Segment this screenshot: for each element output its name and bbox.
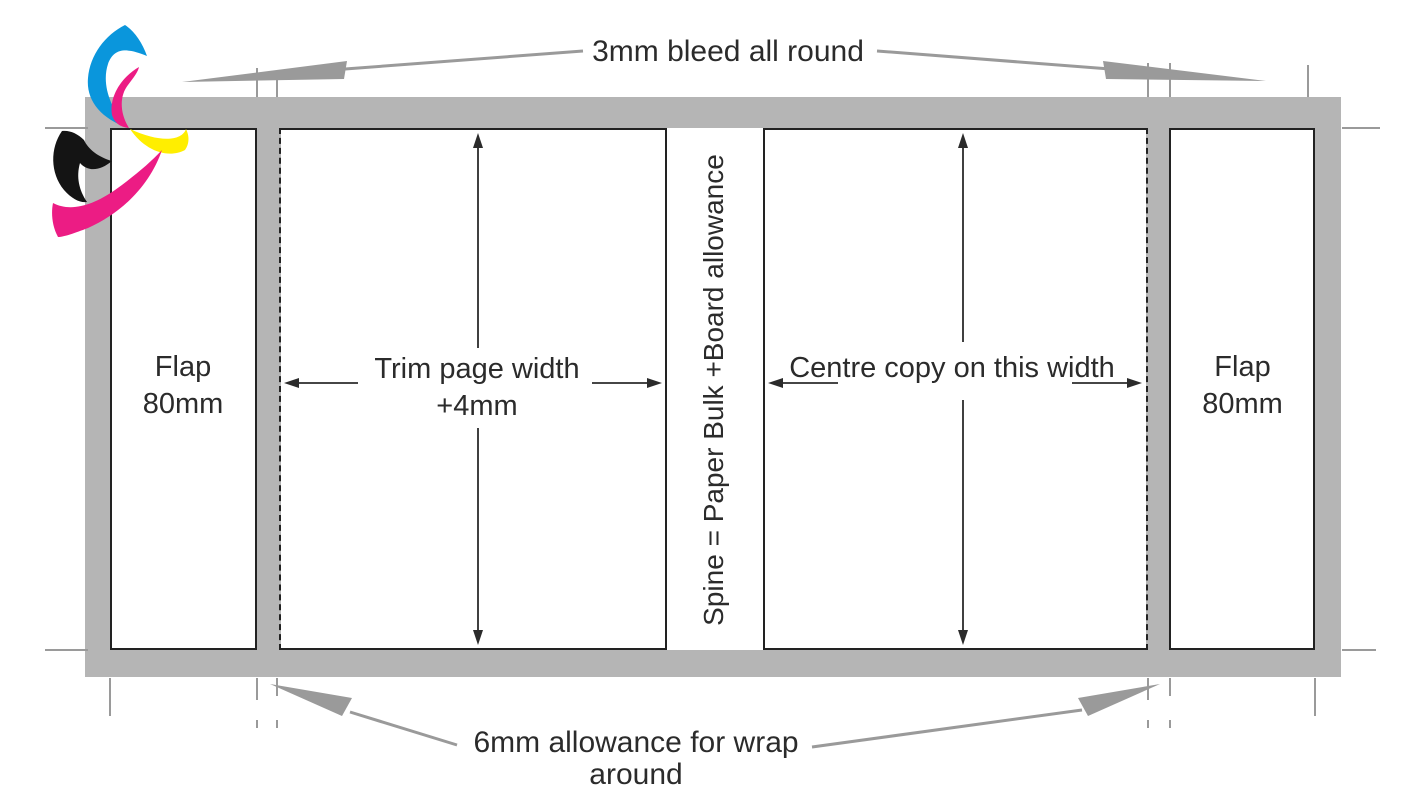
wrap-callout-label: 6mm allowance for wrap around bbox=[473, 726, 799, 791]
flap-right-line2: 80mm bbox=[1202, 388, 1283, 420]
fold-bar-right bbox=[1146, 128, 1171, 650]
spine-panel bbox=[665, 128, 765, 650]
bleed-arrowhead-right bbox=[1103, 61, 1266, 81]
trim-width-line1: Trim page width bbox=[374, 353, 580, 385]
flap-right-line1: Flap bbox=[1214, 351, 1271, 383]
trim-width-line2: +4mm bbox=[436, 390, 518, 422]
flap-left-line1: Flap bbox=[154, 351, 212, 383]
flap-right-label: Flap 80mm bbox=[1169, 349, 1316, 423]
bleed-arrowhead-left bbox=[182, 61, 347, 82]
wrap-arrowhead-left bbox=[270, 684, 352, 716]
wrap-arrowhead-right bbox=[1078, 684, 1160, 716]
spine-label: Spine = Paper Bulk +Board allowance bbox=[698, 154, 729, 626]
flap-left-line2: 80mm bbox=[142, 388, 224, 420]
flap-left-label: Flap 80mm bbox=[110, 349, 256, 423]
front-cover-label: Trim page width +4mm bbox=[327, 351, 627, 425]
back-cover-label: Centre copy on this width bbox=[789, 352, 1115, 384]
fold-bar-left bbox=[255, 128, 281, 650]
bleed-callout-label: 3mm bleed all round bbox=[592, 35, 864, 68]
